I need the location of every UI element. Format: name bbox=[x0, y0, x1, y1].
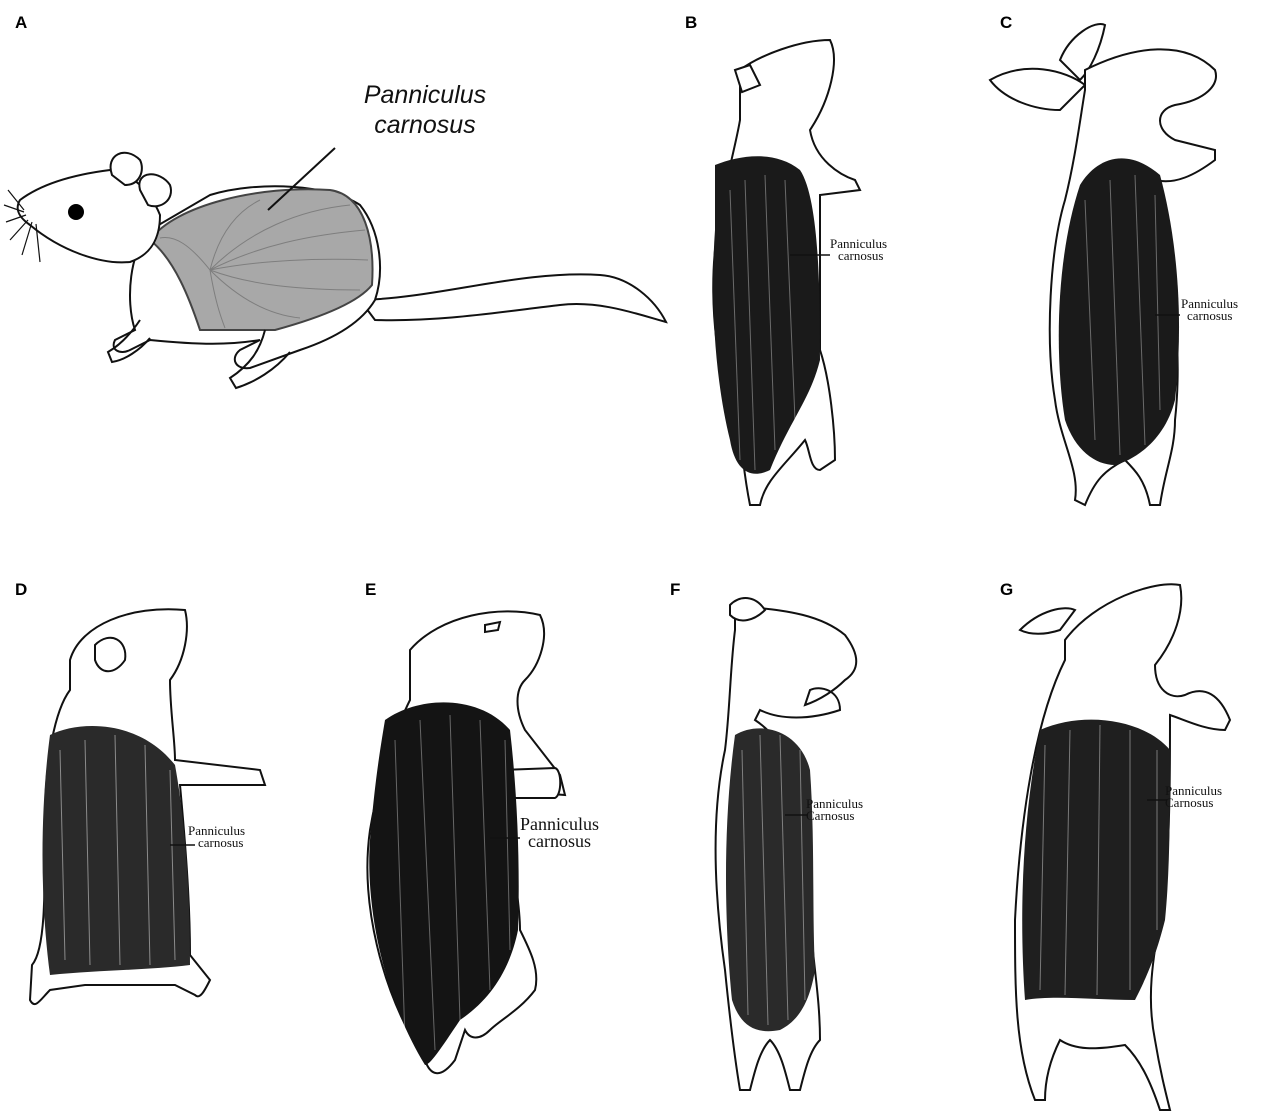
mouse-tail bbox=[360, 274, 666, 322]
ear-outline bbox=[95, 638, 125, 671]
label-line2: Carnosus bbox=[806, 810, 863, 822]
label-panniculus-carnosus-g: Panniculus Carnosus bbox=[1165, 785, 1222, 809]
mouse-side-illustration bbox=[0, 0, 680, 400]
label-line2: carnosus bbox=[520, 833, 599, 850]
label-line2: Carnosus bbox=[1165, 797, 1222, 809]
label-panniculus-carnosus-e: Panniculus carnosus bbox=[520, 816, 599, 850]
panel-a: A bbox=[0, 0, 680, 400]
animal-dorsal-illustration-d bbox=[0, 570, 330, 1115]
mouse-dorsal-illustration-b bbox=[670, 0, 980, 520]
rabbit-dorsal-illustration-c bbox=[985, 0, 1271, 520]
panel-b: B Panniculus carnosus bbox=[670, 0, 980, 520]
label-line2: carnosus bbox=[830, 250, 887, 262]
panel-c: C Panniculus carnosus bbox=[985, 0, 1271, 520]
mouse-eye bbox=[68, 204, 84, 220]
label-line1: Panniculus bbox=[335, 80, 515, 110]
animal-dorsal-illustration-f bbox=[660, 570, 980, 1115]
panniculus-sheet-f bbox=[726, 728, 815, 1031]
label-line2: carnosus bbox=[1181, 310, 1238, 322]
label-panniculus-carnosus-d: Panniculus carnosus bbox=[188, 825, 245, 849]
panel-f: F Panniculus Carnosus bbox=[660, 570, 980, 1115]
label-line2: carnosus bbox=[188, 837, 245, 849]
label-panniculus-carnosus-b: Panniculus carnosus bbox=[830, 238, 887, 262]
panel-d: D Panniculus carnosus bbox=[0, 570, 330, 1115]
panel-g: G Panniculus Carnosus bbox=[985, 570, 1271, 1115]
animal-dorsal-illustration-e bbox=[340, 570, 660, 1115]
rabbit-dorsal-illustration-g bbox=[985, 570, 1271, 1115]
label-panniculus-carnosus-f: Panniculus Carnosus bbox=[806, 798, 863, 822]
label-line2: carnosus bbox=[335, 110, 515, 140]
panel-e: E Panniculus carnosus bbox=[340, 570, 660, 1115]
label-panniculus-carnosus-c: Panniculus carnosus bbox=[1181, 298, 1238, 322]
label-panniculus-carnosus-a: Panniculus carnosus bbox=[335, 80, 515, 140]
